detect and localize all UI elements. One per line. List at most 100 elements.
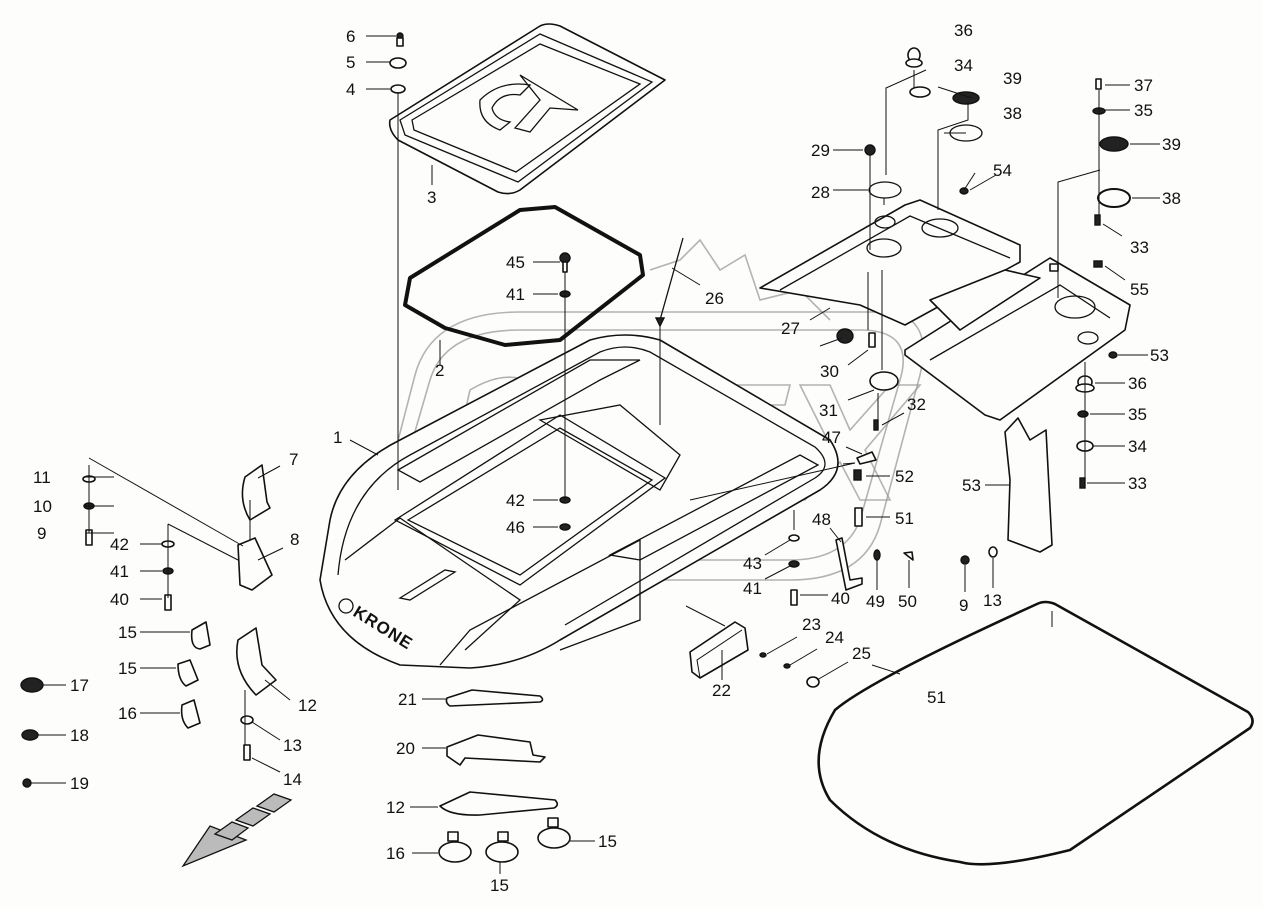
callout-35-right: 35 [1128,405,1147,424]
part-15-light-bottom-a [485,841,519,863]
part-7-bracket [241,464,271,521]
callout-44: 46 [506,518,525,537]
part-16-light-bottom [438,841,472,863]
callout-25: 25 [852,644,871,663]
callout-34-top: 34 [954,56,973,75]
callout-18: 18 [70,726,89,745]
callout-33-right: 33 [1128,474,1147,493]
callout-46: 48 [812,510,831,529]
callout-39-right: 39 [1162,135,1181,154]
part-18-grommet [21,729,39,741]
callout-37: 37 [1134,76,1153,95]
direction-arrow-icon [181,793,293,868]
part-22-light-bar [689,621,749,679]
callout-27: 27 [781,319,800,338]
callout-12-bottom: 12 [386,798,405,817]
callout-51: 51 [927,688,946,707]
part-16-light-left [180,699,201,729]
part-3-hatch-cover [388,23,666,195]
callout-9-right: 9 [959,596,969,615]
callout-4: 4 [346,80,356,99]
callout-42-right: 43 [743,554,762,573]
callout-40-right: 40 [831,589,850,608]
callout-15-left-a: 15 [118,623,137,642]
callout-15-left-b: 15 [118,659,137,678]
part-15-light-left-a [190,621,211,650]
callout-15-bottom-a: 15 [490,876,509,895]
callout-49: 51 [895,509,914,528]
callout-28: 28 [811,183,830,202]
callout-21: 21 [398,690,417,709]
callout-38-right: 38 [1162,189,1181,208]
callout-1: 1 [333,428,343,447]
callout-11: 11 [33,468,51,487]
callout-50: 52 [895,467,914,486]
callout-41-left: 41 [110,562,129,581]
callout-16-left: 16 [118,704,137,723]
callout-10: 10 [33,497,52,516]
part-15-light-bottom-b [537,827,571,849]
callout-2: 2 [435,361,445,380]
callout-29: 29 [811,141,830,160]
callout-35-top: 35 [1134,101,1153,120]
part-21-plate [445,689,544,707]
callout-42-center: 42 [506,491,525,510]
callout-13-right: 13 [983,591,1002,610]
callout-26: 26 [705,289,724,308]
callout-54: 55 [1130,280,1149,299]
callout-9-left: 9 [37,524,47,543]
callout-53-right: 53 [1150,346,1169,365]
callout-8: 8 [290,530,300,549]
brand-logo-icon [338,598,354,614]
callout-19: 19 [70,774,89,793]
callout-24: 24 [825,628,844,647]
part-26-antenna [659,237,684,321]
callout-12-left: 12 [298,696,317,715]
callout-30: 30 [820,362,839,381]
callout-36-top: 36 [954,21,973,40]
part-27-rear-panel [759,199,1131,421]
callout-3: 3 [427,188,437,207]
callout-34-right: 34 [1128,437,1147,456]
part-52-side-trim [1004,417,1053,553]
part-51-seal [817,600,1254,866]
callout-45: 47 [822,428,841,447]
part-8-bracket [237,537,273,591]
callout-16-bottom: 16 [386,844,405,863]
part-2-gasket [403,205,645,347]
callout-42-left: 42 [110,535,129,554]
callout-33-top: 33 [1130,238,1149,257]
part-12-plate-left [236,627,277,696]
callout-53-top: 54 [993,161,1012,180]
callout-20: 20 [396,739,415,758]
callout-47: 49 [866,592,885,611]
callout-52: 53 [962,476,981,495]
callout-48: 50 [898,592,917,611]
callout-14: 14 [283,770,302,789]
callout-39-left: 39 [1003,69,1022,88]
callout-17: 17 [70,676,89,695]
callout-13-left: 13 [283,736,302,755]
part-20-bracket [446,734,546,766]
callout-41-top: 41 [506,285,525,304]
part-1-hood [319,334,839,669]
callout-7: 7 [289,450,299,469]
callout-38-left: 38 [1003,104,1022,123]
callout-5: 5 [346,53,356,72]
callout-43: 45 [506,253,525,272]
part-15-light-left-b [177,659,199,687]
part-19-plug [22,778,32,788]
leader-lines [31,35,1160,874]
callout-31: 31 [819,401,838,420]
callout-6: 6 [346,27,356,46]
callout-23: 23 [802,615,821,634]
callout-36-right: 36 [1128,374,1147,393]
callout-22: 22 [712,681,731,700]
callout-32: 32 [907,395,926,414]
part-12-plate-bottom [439,791,559,816]
fasteners [82,32,1131,761]
part-17-grommet [20,677,44,693]
callout-41-right: 41 [743,579,762,598]
